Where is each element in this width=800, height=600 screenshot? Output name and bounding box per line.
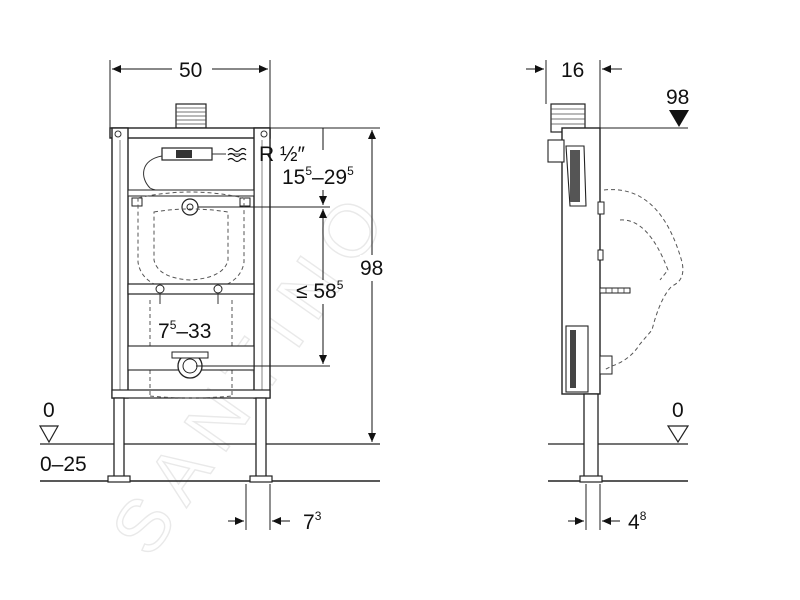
urinal-outline — [137, 191, 245, 293]
outlet-height-label: ≤ 585 — [296, 278, 344, 303]
side-height-marker — [669, 110, 689, 127]
total-height-label: 98 — [360, 257, 383, 280]
frame-top-rail — [109, 127, 271, 139]
frame-right-leg — [255, 397, 267, 479]
mounting-rail — [127, 283, 255, 295]
thread-symbol — [227, 147, 247, 163]
depth-label: 16 — [561, 59, 584, 82]
pipe-thread-label: R ½″ — [259, 143, 306, 166]
fixing-bolt — [599, 287, 631, 294]
supply-pipe — [143, 155, 231, 193]
leg-offset-label-side: 48 — [628, 509, 647, 534]
side-leg — [583, 393, 599, 479]
floor-level-marker-side — [666, 425, 690, 444]
pipe-height-label: 155–295 — [282, 164, 354, 189]
floor-level-label-side: 0 — [672, 399, 684, 422]
fixing-range-label: 75–33 — [158, 318, 211, 343]
side-height-label: 98 — [666, 86, 689, 109]
side-view: 16 98 0 48 — [526, 59, 689, 534]
floor-range-label: 0–25 — [40, 453, 87, 476]
urinal-profile — [603, 189, 684, 371]
frame-bottom-rail — [111, 389, 271, 399]
width-label: 50 — [179, 59, 202, 82]
floor-level-label-front: 0 — [43, 399, 55, 422]
front-view: 50 R ½″ 155–295 ≤ 585 98 75–33 0 0–25 — [38, 59, 390, 534]
frame-left-leg — [113, 397, 125, 479]
leg-offset-label-front: 73 — [303, 509, 322, 534]
floor-level-marker-front — [38, 425, 60, 444]
